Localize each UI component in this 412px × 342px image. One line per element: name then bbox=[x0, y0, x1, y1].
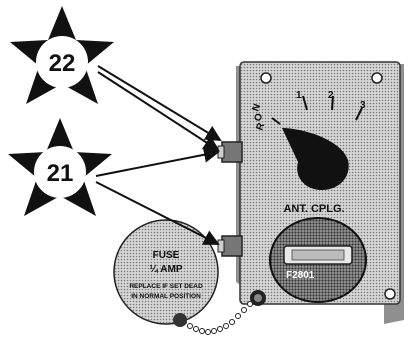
leader-22-to-upper-connector-b bbox=[97, 71, 220, 152]
callout-star-22: 22 bbox=[10, 6, 114, 104]
selector-knob[interactable] bbox=[282, 128, 349, 190]
fuse-cap[interactable]: FUSE ¼ AMP REPLACE IF SET DEAD IN NORMAL… bbox=[113, 219, 219, 325]
fuse-cap-instruction-line2: IN NORMAL POSITION bbox=[131, 293, 201, 300]
leader-21-to-upper-connector bbox=[95, 146, 220, 177]
leader-21-to-lower-connector bbox=[95, 181, 220, 245]
callout-number-21: 21 bbox=[47, 160, 74, 187]
dial-scale bbox=[271, 95, 363, 125]
fuse-cap-rating: ¼ AMP bbox=[150, 264, 183, 275]
dial-position-r: R bbox=[254, 121, 267, 132]
leader-22-to-upper-connector-a bbox=[97, 65, 222, 142]
fuse-cap-clip bbox=[173, 313, 187, 327]
dial-position-1: 1 bbox=[296, 90, 302, 101]
antenna-connector-upper[interactable] bbox=[217, 141, 243, 163]
antenna-connector-lower[interactable] bbox=[217, 235, 243, 257]
fuse-cap-title: FUSE bbox=[153, 250, 180, 261]
dial-position-2: 2 bbox=[328, 90, 334, 101]
dial-position-o: O bbox=[252, 112, 265, 123]
callout-star-21: 21 bbox=[8, 118, 112, 216]
fuse-holder-label: F2801 bbox=[286, 270, 315, 281]
dial-position-n: N bbox=[250, 102, 263, 113]
fuse-cap-instruction-line1: REPLACE IF SET DEAD bbox=[129, 283, 203, 290]
panel-label: ANT. CPLG. bbox=[283, 203, 344, 215]
coupler-panel: N O R 1 2 3 ANT. CPLG. F2801 bbox=[217, 61, 404, 324]
leader-lines bbox=[95, 65, 222, 245]
mounting-hole-bottom-right bbox=[384, 288, 396, 300]
mounting-hole-top-left bbox=[260, 72, 272, 84]
mounting-hole-top-right bbox=[371, 72, 383, 84]
callout-number-22: 22 bbox=[49, 50, 76, 77]
dial-position-3: 3 bbox=[360, 100, 366, 111]
